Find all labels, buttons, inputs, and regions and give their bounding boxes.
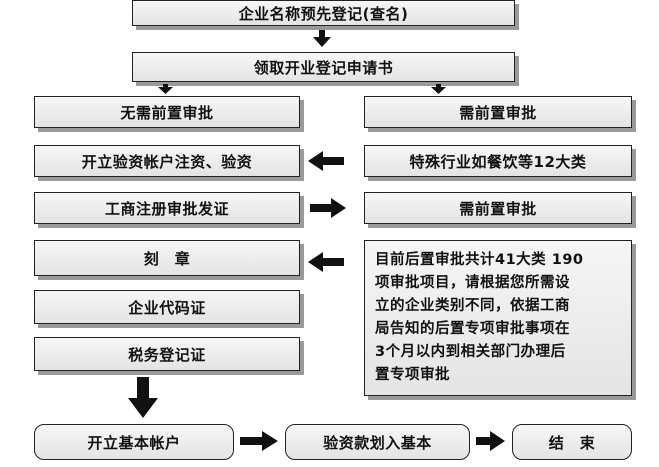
step-name-registration: 企业名称预先登记(查名) bbox=[132, 0, 515, 26]
step-business-registration: 工商注册审批发证 bbox=[34, 192, 300, 224]
step-tax-registration-label: 税务登记证 bbox=[128, 345, 206, 364]
arrow-right-1 bbox=[310, 198, 346, 218]
arrow-right-3 bbox=[476, 431, 505, 451]
step-end: 结 束 bbox=[512, 424, 632, 460]
step-open-account: 开立基本帐户 bbox=[34, 424, 234, 460]
step-post-approval-note: 目前后置审批共计41大类 190 项审批项目，请根据您所需设 立的企业类别不同，… bbox=[364, 240, 632, 396]
step-special-industry: 特殊行业如餐饮等12大类 bbox=[364, 145, 632, 177]
arrow-down-1 bbox=[313, 30, 331, 47]
step-get-form: 领取开业登记申请书 bbox=[132, 52, 515, 82]
step-open-account-label: 开立基本帐户 bbox=[87, 433, 181, 452]
step-transfer-capital: 验资款划入基本 bbox=[285, 424, 470, 460]
step-special-industry-label: 特殊行业如餐饮等12大类 bbox=[409, 152, 587, 171]
arrow-down-right bbox=[431, 84, 446, 94]
step-transfer-capital-label: 验资款划入基本 bbox=[323, 433, 432, 452]
step-seal-label: 刻 章 bbox=[143, 249, 191, 268]
step-need-pre-approval-label: 需前置审批 bbox=[459, 103, 537, 122]
step-no-pre-approval: 无需前置审批 bbox=[34, 96, 300, 128]
step-name-registration-label: 企业名称预先登记(查名) bbox=[238, 4, 409, 23]
step-tax-registration: 税务登记证 bbox=[34, 337, 300, 371]
step-get-form-label: 领取开业登记申请书 bbox=[253, 58, 394, 77]
step-need-pre-approval-2-label: 需前置审批 bbox=[459, 199, 537, 218]
step-need-pre-approval: 需前置审批 bbox=[364, 96, 632, 128]
step-business-registration-label: 工商注册审批发证 bbox=[104, 199, 229, 218]
step-capital-verification-label: 开立验资帐户注资、验资 bbox=[81, 152, 253, 171]
step-org-code: 企业代码证 bbox=[34, 290, 300, 324]
step-seal: 刻 章 bbox=[34, 240, 300, 276]
step-post-approval-note-text: 目前后置审批共计41大类 190 项审批项目，请根据您所需设 立的企业类别不同，… bbox=[375, 252, 584, 383]
arrow-down-left bbox=[158, 84, 173, 94]
step-end-label: 结 束 bbox=[548, 433, 596, 452]
step-capital-verification: 开立验资帐户注资、验资 bbox=[34, 145, 300, 177]
arrow-left-2 bbox=[308, 252, 344, 272]
arrow-right-2 bbox=[240, 431, 278, 451]
step-org-code-label: 企业代码证 bbox=[128, 298, 206, 317]
arrow-down-big bbox=[128, 377, 158, 418]
arrow-left-1 bbox=[308, 151, 344, 171]
step-need-pre-approval-2: 需前置审批 bbox=[364, 192, 632, 224]
step-no-pre-approval-label: 无需前置审批 bbox=[120, 103, 214, 122]
